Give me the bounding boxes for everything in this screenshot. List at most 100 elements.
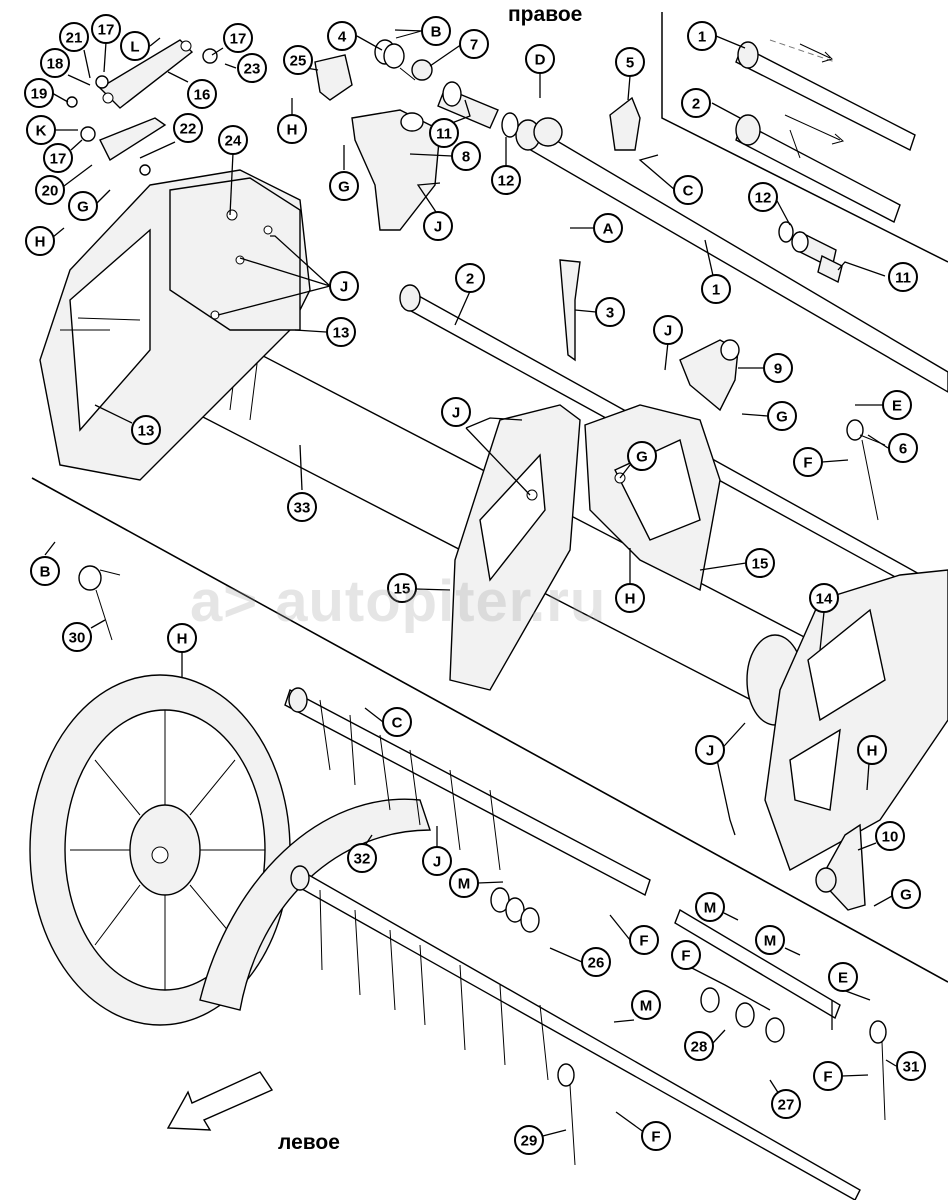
callout-label: 32 <box>354 851 371 868</box>
shaft-1 <box>515 117 948 393</box>
callout-label: F <box>681 948 690 965</box>
callout-label: H <box>35 234 46 251</box>
callout-label: G <box>636 449 648 466</box>
callout-c11b: 11 <box>429 118 459 148</box>
callout-circle <box>326 317 356 347</box>
callout-circle <box>882 390 912 420</box>
callout-c2b: 2 <box>455 263 485 293</box>
top-brackets <box>314 29 886 521</box>
callout-label: 12 <box>498 173 515 190</box>
callout-label: 12 <box>755 190 772 207</box>
callout-label: H <box>287 122 298 139</box>
callout-label: E <box>892 398 902 415</box>
callout-cH2: H <box>25 226 55 256</box>
callout-cMb: M <box>695 892 725 922</box>
callout-cBa: B <box>421 16 451 46</box>
callout-label: J <box>433 854 441 871</box>
callout-circle <box>701 274 731 304</box>
callout-cG2: G <box>68 191 98 221</box>
callout-label: 6 <box>899 441 907 458</box>
top-left-linkage <box>66 39 218 176</box>
callout-label: J <box>706 743 714 760</box>
callout-c31: 31 <box>896 1051 926 1081</box>
callout-c24: 24 <box>218 125 248 155</box>
callout-circle <box>631 990 661 1020</box>
callout-label: 1 <box>698 29 706 46</box>
callout-cG5: G <box>891 879 921 909</box>
callout-cH3: H <box>615 583 645 613</box>
callout-label: G <box>338 179 350 196</box>
callout-circle <box>828 962 858 992</box>
callout-cJ5: J <box>695 735 725 765</box>
callout-circle <box>173 113 203 143</box>
callout-circle <box>382 707 412 737</box>
callout-circle <box>763 353 793 383</box>
callout-circle <box>525 44 555 74</box>
callout-cK: K <box>26 115 56 145</box>
callout-label: 8 <box>462 149 470 166</box>
callout-circle <box>237 53 267 83</box>
callout-c20: 20 <box>35 175 65 205</box>
callout-circle <box>223 23 253 53</box>
callout-label: J <box>434 219 442 236</box>
side-disc-13 <box>39 169 311 481</box>
callout-label: 4 <box>338 29 347 46</box>
callout-label: 13 <box>138 423 155 440</box>
callout-label: 11 <box>436 126 452 143</box>
callout-circle <box>771 1089 801 1119</box>
callout-circle <box>673 175 703 205</box>
callout-c2a: 2 <box>681 88 711 118</box>
callout-cJ3: J <box>653 315 683 345</box>
callout-label: 23 <box>244 61 261 78</box>
callout-label: M <box>640 998 653 1015</box>
callout-cFe: F <box>641 1121 671 1151</box>
callout-cBb: B <box>30 556 60 586</box>
callout-circle <box>167 623 197 653</box>
callout-cMa: M <box>449 868 479 898</box>
callout-c10: 10 <box>875 821 905 851</box>
callout-cFa: F <box>793 447 823 477</box>
callout-c13b: 13 <box>131 415 161 445</box>
callout-circle <box>681 88 711 118</box>
callout-label: 17 <box>230 31 247 48</box>
callout-circle <box>581 947 611 977</box>
callout-circle <box>59 22 89 52</box>
callout-circle <box>793 447 823 477</box>
callout-label: M <box>764 933 777 950</box>
callout-label: G <box>776 409 788 426</box>
callout-label: 17 <box>98 22 115 39</box>
callout-c14: 14 <box>809 583 839 613</box>
callout-circle <box>347 843 377 873</box>
callout-label: 2 <box>692 96 700 113</box>
callout-circle <box>888 262 918 292</box>
callout-circle <box>745 548 775 578</box>
callout-c4: 4 <box>327 21 357 51</box>
callout-c5: 5 <box>615 47 645 77</box>
callout-cH5: H <box>167 623 197 653</box>
callout-label: 21 <box>66 30 83 47</box>
callout-c17c: 17 <box>43 143 73 173</box>
side-label-right: правое <box>508 3 583 26</box>
callout-circle <box>653 315 683 345</box>
callout-label: 24 <box>225 133 242 150</box>
callout-c7: 7 <box>459 29 489 59</box>
callout-circle <box>615 583 645 613</box>
callout-cJ2: J <box>329 271 359 301</box>
callout-cEb: E <box>828 962 858 992</box>
callout-circle <box>593 213 623 243</box>
callout-circle <box>629 925 659 955</box>
callout-label: C <box>683 183 694 200</box>
callout-cMd: M <box>631 990 661 1020</box>
callout-circle <box>755 925 785 955</box>
callout-c8: 8 <box>451 141 481 171</box>
callout-circle <box>491 165 521 195</box>
callout-circle <box>684 1031 714 1061</box>
callout-cL: L <box>120 31 150 61</box>
callout-label: M <box>704 900 717 917</box>
watermark-text: a> autopiter.ru <box>190 569 607 634</box>
callout-circle <box>24 78 54 108</box>
callout-circle <box>671 940 701 970</box>
callout-c33: 33 <box>287 492 317 522</box>
